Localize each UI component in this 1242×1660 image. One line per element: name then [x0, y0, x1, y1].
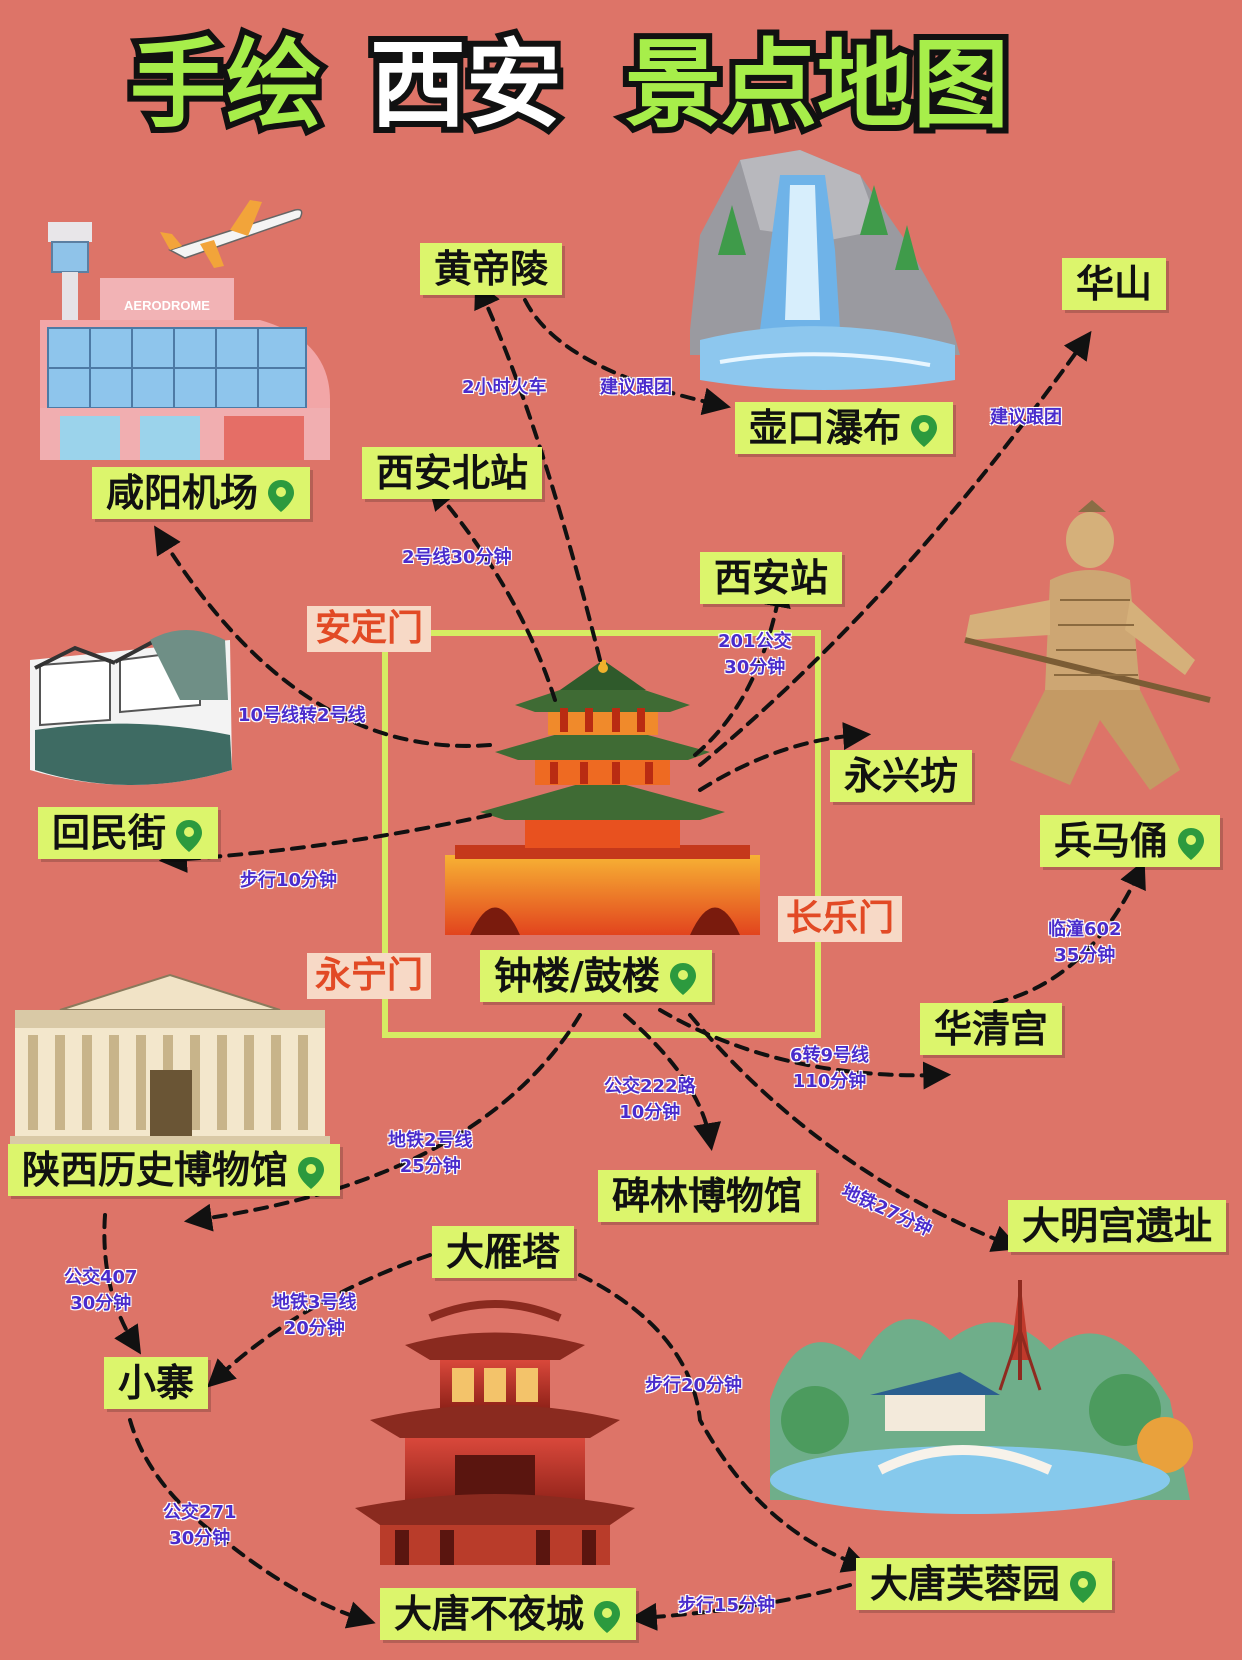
- location-pin-icon: [296, 1152, 326, 1189]
- bell-tower-illustration: [445, 660, 760, 935]
- arrow-dayanta-furong: [578, 1273, 871, 1573]
- place-hukou-waterfall[interactable]: 壶口瀑布: [735, 402, 954, 454]
- garden-park-illustration: [770, 1280, 1193, 1514]
- place-label: 壶口瀑布: [749, 406, 902, 450]
- gate-changle: 长乐门: [778, 896, 903, 942]
- place-shaanxi-history-museum[interactable]: 陕西历史博物馆: [8, 1144, 341, 1196]
- arrow-tower-xian-station: [693, 578, 791, 757]
- title: 手绘 西安 景点地图: [124, 23, 1015, 147]
- arrow-tower-huashan: [698, 330, 1092, 767]
- place-label: 钟楼/鼓楼: [494, 954, 660, 998]
- pavilion-illustration: [355, 1300, 635, 1565]
- location-pin-icon: [266, 475, 296, 512]
- route-label-train: 2小时火车: [462, 377, 547, 398]
- location-pin-icon: [909, 410, 939, 447]
- museum-building-illustration: [10, 973, 330, 1148]
- place-beilin-museum[interactable]: 碑林博物馆: [598, 1170, 817, 1222]
- place-yongxingfang[interactable]: 永兴坊: [830, 750, 973, 802]
- title-hand-drawn: 手绘: [130, 29, 322, 141]
- route-label-walk20: 步行20分钟: [645, 1375, 743, 1396]
- place-label: 碑林博物馆: [612, 1174, 803, 1218]
- place-tang-paradise[interactable]: 大唐芙蓉园: [856, 1558, 1113, 1610]
- place-label: 大雁塔: [446, 1230, 561, 1274]
- place-bell-drum-tower[interactable]: 钟楼/鼓楼: [480, 950, 712, 1002]
- route-label-tour-huashan: 建议跟团: [990, 407, 1062, 428]
- place-label: 回民街: [52, 811, 167, 855]
- arrow-furong-buyecheng: [628, 1583, 852, 1631]
- airplane-illustration: [160, 200, 303, 268]
- arrow-dayanta-xiaozhai: [206, 1253, 432, 1388]
- location-pin-icon: [592, 1596, 622, 1633]
- location-pin-icon: [668, 958, 698, 995]
- place-xiaozhai[interactable]: 小寨: [104, 1357, 209, 1409]
- place-huaqing-palace[interactable]: 华清宫: [920, 1003, 1063, 1055]
- arrow-huangdiling-hukou: [523, 298, 731, 416]
- place-label: 咸阳机场: [106, 471, 259, 515]
- place-terracotta-army[interactable]: 兵马俑: [1040, 815, 1221, 867]
- place-label: 华山: [1076, 262, 1153, 306]
- gate-anding: 安定门: [307, 606, 432, 652]
- arrow-museum-xiaozhai: [102, 1213, 142, 1355]
- route-label-tour-hukou: 建议跟团: [600, 377, 672, 398]
- location-pin-icon: [1176, 823, 1206, 860]
- place-label: 华清宫: [934, 1007, 1049, 1051]
- place-label: 大唐芙蓉园: [870, 1562, 1061, 1606]
- place-dayan-pagoda[interactable]: 大雁塔: [432, 1226, 575, 1278]
- aerodrome-sign: AERODROME: [124, 298, 210, 313]
- arrow-tower-museum: [183, 1013, 582, 1232]
- gate-yongning: 永宁门: [307, 953, 432, 999]
- arrow-tower-north-station: [427, 481, 557, 702]
- place-xian-north-station[interactable]: 西安北站: [362, 447, 543, 499]
- route-label-line10: 10号线转2号线: [238, 705, 366, 726]
- route-arrows: [102, 279, 1146, 1631]
- place-label: 西安北站: [376, 451, 529, 495]
- place-label: 黄帝陵: [434, 247, 549, 291]
- place-huimin-street[interactable]: 回民街: [38, 807, 219, 859]
- place-datang-everbright-city[interactable]: 大唐不夜城: [380, 1588, 637, 1640]
- old-street-illustration: [30, 630, 232, 785]
- arrow-tower-daming: [688, 1013, 1021, 1252]
- place-label: 西安站: [714, 556, 829, 600]
- location-pin-icon: [174, 815, 204, 852]
- arrow-tower-yongxing: [698, 722, 872, 792]
- place-huangdiling[interactable]: 黄帝陵: [420, 243, 563, 295]
- route-label-line2: 2号线30分钟: [402, 547, 512, 568]
- route-label-walk15: 步行15分钟: [678, 1595, 776, 1616]
- terracotta-warrior-illustration: [964, 500, 1211, 790]
- title-xian: 西安: [370, 29, 562, 141]
- place-xianyang-airport[interactable]: 咸阳机场: [92, 467, 311, 519]
- waterfall-illustration: [690, 150, 960, 390]
- place-label: 陕西历史博物馆: [22, 1148, 289, 1192]
- arrow-xiaozhai-buyecheng: [128, 1418, 376, 1629]
- place-label: 大唐不夜城: [394, 1592, 585, 1636]
- place-label: 兵马俑: [1054, 819, 1169, 863]
- place-label: 永兴坊: [844, 754, 959, 798]
- arrow-tower-huaqing: [658, 1008, 952, 1090]
- place-label: 大明宫遗址: [1022, 1204, 1213, 1248]
- place-label: 小寨: [118, 1361, 195, 1405]
- arrow-tower-beilin: [623, 1013, 722, 1152]
- place-daming-palace[interactable]: 大明宫遗址: [1008, 1200, 1227, 1252]
- airport-building-illustration: AERODROME: [40, 222, 330, 460]
- location-pin-icon: [1068, 1566, 1098, 1603]
- place-huashan[interactable]: 华山: [1062, 258, 1167, 310]
- arrow-tower-airport: [154, 525, 492, 748]
- place-xian-station[interactable]: 西安站: [700, 552, 843, 604]
- arrow-huaqing-terracotta: [993, 859, 1146, 1005]
- route-label-walk10: 步行10分钟: [240, 870, 338, 891]
- title-attractions-map: 景点地图: [625, 29, 1009, 141]
